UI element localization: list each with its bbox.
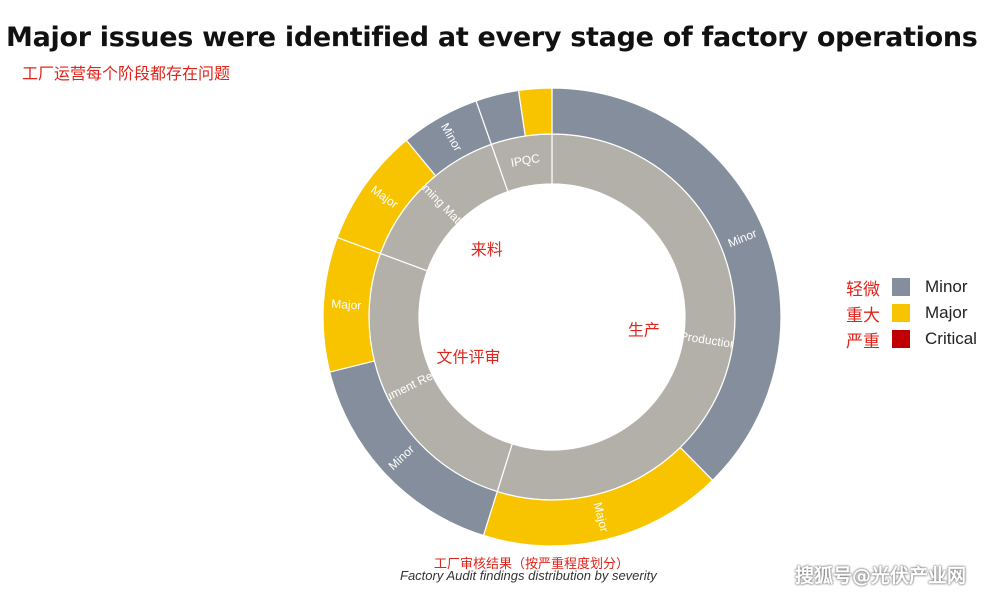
outer-label-document-review-major: Major — [331, 297, 362, 313]
inner-label-cn-production: 生产 — [628, 321, 660, 340]
legend-swatch-minor — [892, 278, 910, 296]
outer-segment-ipqc-major — [517, 87, 553, 137]
inner-label-cn-document-review: 文件评审 — [436, 347, 500, 366]
caption-en: Factory Audit findings distribution by s… — [400, 568, 657, 583]
legend-cn-label: 轻微 — [846, 279, 880, 300]
legend: 轻微 Minor 重大 Major 严重 Critical — [846, 274, 977, 352]
legend-item-critical: 严重 Critical — [846, 326, 977, 352]
legend-label: Critical — [925, 329, 977, 348]
inner-label-cn-incoming-material: 来料 — [471, 240, 503, 259]
legend-item-minor: 轻微 Minor — [846, 274, 977, 300]
outer-label-production-major: Major — [591, 501, 612, 533]
chart-title: Major issues were identified at every st… — [6, 22, 978, 53]
legend-swatch-critical — [892, 330, 910, 348]
watermark: 搜狐号@光伏产业网 — [795, 565, 967, 587]
legend-item-major: 重大 Major — [846, 300, 977, 326]
legend-label: Minor — [925, 277, 968, 296]
legend-cn-label: 重大 — [846, 305, 880, 326]
legend-label: Major — [925, 303, 968, 322]
legend-swatch-major — [892, 304, 910, 322]
caption-cn: 工厂审核结果（按严重程度划分） — [434, 557, 630, 572]
chart-subtitle-cn: 工厂运营每个阶段都存在问题 — [22, 64, 231, 83]
inner-label-ipqc: IPQC — [510, 151, 542, 170]
legend-cn-label: 严重 — [846, 331, 880, 352]
